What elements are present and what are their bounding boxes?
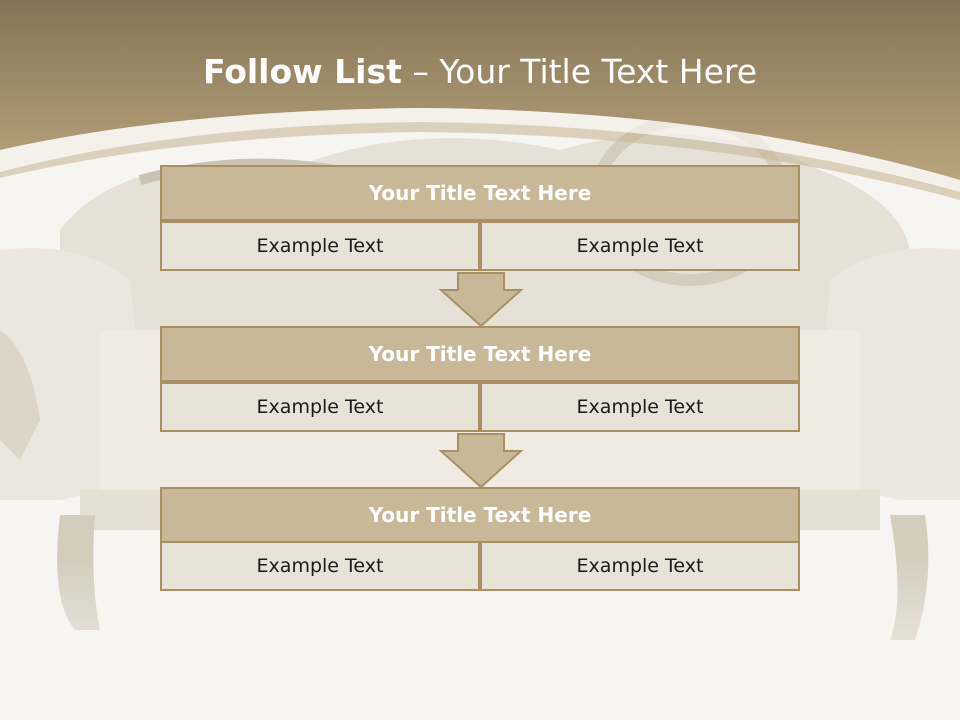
row-2-title: Your Title Text Here	[160, 326, 800, 382]
row-1-cell-1: Example Text	[160, 221, 480, 271]
row-2-cell-2: Example Text	[480, 382, 800, 432]
title-rest: – Your Title Text Here	[401, 52, 758, 91]
row-1-cell-2: Example Text	[480, 221, 800, 271]
down-arrow-1-icon	[438, 272, 524, 328]
row-2-cell-1: Example Text	[160, 382, 480, 432]
row-3-cell-1: Example Text	[160, 541, 480, 591]
row-3-title: Your Title Text Here	[160, 487, 800, 543]
title-bold: Follow List	[202, 52, 402, 91]
row-3-cell-2: Example Text	[480, 541, 800, 591]
slide-title: Follow List – Your Title Text Here	[0, 52, 960, 91]
down-arrow-2-icon	[438, 433, 524, 489]
row-1-title: Your Title Text Here	[160, 165, 800, 221]
